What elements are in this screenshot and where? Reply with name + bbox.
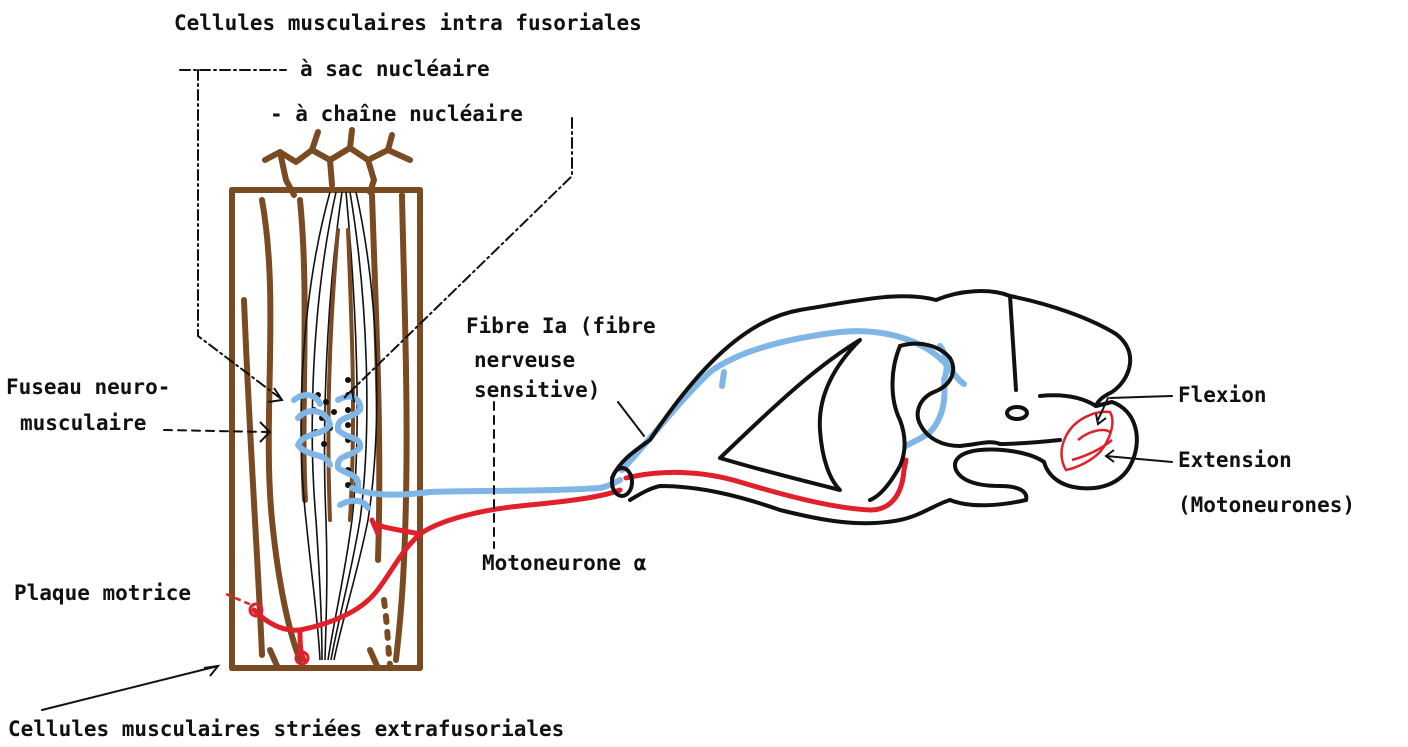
spinal-cord xyxy=(612,291,1137,523)
spindle-label-line1: Fuseau neuro- xyxy=(6,376,170,398)
intrafusal-title: Cellules musculaires intra fusoriales xyxy=(174,12,642,34)
spindle-label-line2: musculaire xyxy=(20,412,146,434)
fiber-ia-label-line3: sensitive) xyxy=(474,379,600,401)
extension-label: Extension xyxy=(1178,449,1292,471)
flexion-label: Flexion xyxy=(1178,384,1267,406)
motoneuron-pools xyxy=(1062,412,1113,470)
nuclear-bag-label: à sac nucléaire xyxy=(300,58,490,80)
motor-plate-label: Plaque motrice xyxy=(14,582,191,604)
leader-lines xyxy=(42,70,1172,710)
fiber-ia-label-line1: Fibre Ia (fibre xyxy=(466,315,656,337)
motoneuron-label: Motoneurone α xyxy=(482,552,646,574)
nuclear-chain-label: - à chaîne nucléaire xyxy=(270,103,523,125)
motoneurons-label: (Motoneurones) xyxy=(1178,494,1355,516)
fiber-ia-label-line2: nerveuse xyxy=(474,349,575,371)
extrafusal-label: Cellules musculaires striées extrafusori… xyxy=(8,718,564,740)
sensory-fiber-ia xyxy=(294,331,964,508)
